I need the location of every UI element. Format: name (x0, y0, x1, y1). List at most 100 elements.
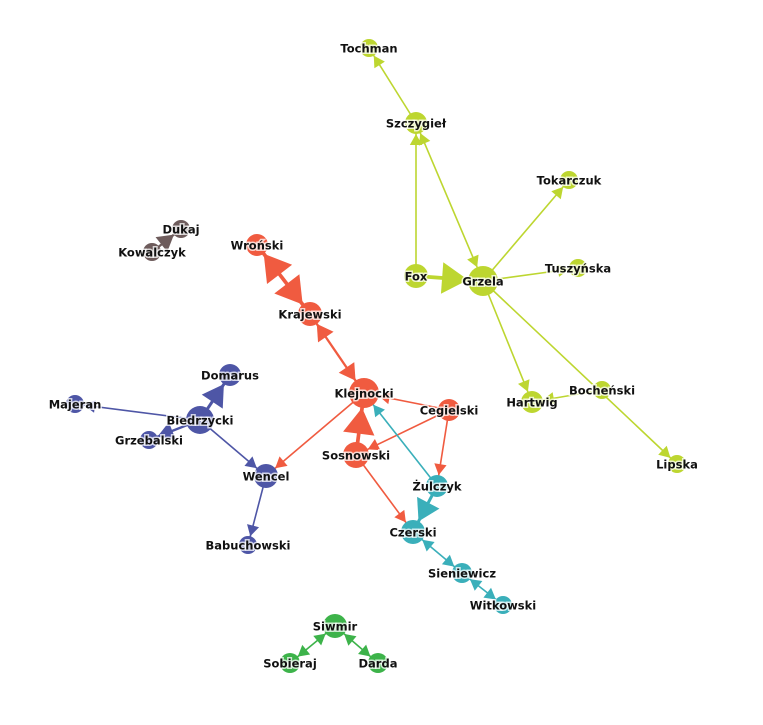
arrowhead-Klejnocki (338, 362, 356, 381)
arrowhead-Witkowski (483, 587, 496, 600)
node-label: Wroński (231, 239, 284, 253)
node-Witkowski[interactable]: Witkowski (468, 596, 538, 614)
node-label: Darda (359, 657, 398, 671)
node-Tuszynska[interactable]: Tuszyńska (543, 259, 613, 277)
node-Szczygiel[interactable]: Szczygieł (384, 112, 448, 134)
node-Wencel[interactable]: Wencel (241, 464, 291, 488)
node-Lipska[interactable]: Lipska (655, 455, 699, 473)
node-label: Dukaj (162, 223, 199, 237)
node-Hartwig[interactable]: Hartwig (505, 391, 559, 413)
node-circle (452, 563, 472, 583)
node-Sosnowski[interactable]: Sosnowski (320, 442, 392, 468)
node-label: Tuszyńska (545, 262, 611, 276)
edge-layer (74, 47, 678, 664)
arrowhead-Sieniewicz (441, 554, 455, 567)
node-label: Wencel (243, 470, 290, 484)
node-Grzebalski[interactable]: Grzebalski (114, 431, 184, 449)
node-circle (323, 614, 347, 638)
node-Bochenski[interactable]: Bocheński (567, 381, 637, 399)
arrowhead-Dukaj (155, 234, 174, 252)
node-circle (254, 464, 278, 488)
node-label: Klejnocki (334, 387, 393, 401)
node-Babuchowski[interactable]: Babuchowski (204, 536, 292, 554)
node-label: Tokarczuk (537, 174, 602, 188)
node-Tochman[interactable]: Tochman (339, 39, 399, 57)
node-Domarus[interactable]: Domarus (200, 364, 261, 386)
arrowhead-Hartwig (517, 379, 530, 392)
node-label: Żulczyk (412, 479, 461, 494)
node-circle (280, 653, 300, 673)
arrowhead-Tokarczuk (551, 186, 564, 200)
arrowhead-Szczygiel (418, 133, 431, 146)
node-label: Domarus (201, 369, 259, 383)
node-Cegielski[interactable]: Cegielski (418, 399, 480, 421)
node-Siwmir[interactable]: Siwmir (311, 614, 359, 638)
node-label: Sosnowski (322, 449, 390, 463)
arrowhead-Lipska (658, 445, 671, 458)
node-circle (405, 112, 427, 134)
node-label: Majeran (49, 398, 102, 412)
node-label: Biedrzycki (166, 414, 233, 428)
node-label: Siwmir (313, 620, 358, 634)
node-Tokarczuk[interactable]: Tokarczuk (535, 171, 603, 189)
node-circle (438, 399, 460, 421)
node-circle (668, 455, 686, 473)
node-circle (246, 234, 268, 256)
node-Sobieraj[interactable]: Sobieraj (262, 653, 318, 673)
node-Grzela[interactable]: Grzela (461, 266, 505, 296)
node-circle (401, 520, 425, 544)
node-label: Sobieraj (263, 657, 317, 671)
node-circle (349, 378, 379, 408)
arrowhead-Szczygiel (409, 134, 423, 145)
node-circle (593, 381, 611, 399)
arrowhead-Czerski (422, 539, 435, 552)
arrowhead-Tuszynska (557, 264, 570, 277)
node-Darda[interactable]: Darda (357, 653, 399, 673)
node-Zulczyk[interactable]: Żulczyk (411, 475, 463, 497)
arrowhead-Wencel (244, 456, 257, 469)
arrowhead-Babuchowski (247, 524, 260, 537)
node-label: Czerski (389, 526, 436, 540)
node-Wronski[interactable]: Wroński (229, 234, 285, 256)
arrowhead-Czerski (394, 509, 406, 523)
arrowhead-Czerski (417, 496, 440, 522)
arrowhead-Siwmir (313, 633, 326, 646)
arrowhead-Klejnocki (373, 404, 385, 418)
arrowhead-Sieniewicz (469, 579, 483, 591)
node-circle (66, 395, 84, 413)
node-circle (239, 536, 257, 554)
arrowhead-Klejnocki (343, 407, 375, 436)
node-Dukaj[interactable]: Dukaj (161, 220, 201, 238)
node-label: Grzela (462, 275, 503, 289)
node-Sieniewicz[interactable]: Sieniewicz (426, 563, 498, 583)
node-Klejnocki[interactable]: Klejnocki (333, 378, 395, 408)
arrowhead-Sobieraj (297, 644, 311, 657)
node-Krajewski[interactable]: Krajewski (277, 302, 343, 326)
node-circle (343, 442, 369, 468)
arrowhead-Krajewski (316, 323, 334, 343)
arrowhead-Grzebalski (157, 422, 176, 440)
node-Majeran[interactable]: Majeran (47, 395, 103, 413)
node-label: Hartwig (506, 396, 557, 410)
node-label: Tochman (340, 42, 397, 56)
edge-Grzela-Tokarczuk (482, 179, 570, 282)
node-circle (360, 39, 378, 57)
node-label: Babuchowski (206, 539, 291, 553)
node-Fox[interactable]: Fox (403, 264, 429, 288)
node-label: Szczygieł (386, 117, 447, 131)
node-Czerski[interactable]: Czerski (388, 520, 438, 544)
node-circle (186, 406, 214, 434)
node-circle (140, 431, 158, 449)
arrowhead-Wronski (263, 253, 293, 284)
node-circle (494, 596, 512, 614)
node-Kowalczyk[interactable]: Kowalczyk (117, 243, 188, 261)
node-circle (569, 259, 587, 277)
node-circle (560, 171, 578, 189)
arrowhead-Sosnowski (367, 438, 381, 451)
node-Biedrzycki[interactable]: Biedrzycki (165, 406, 235, 434)
arrowhead-Tochman (373, 55, 385, 69)
arrowhead-Siwmir (344, 633, 357, 646)
edge-Biedrzycki-Majeran (74, 403, 201, 421)
